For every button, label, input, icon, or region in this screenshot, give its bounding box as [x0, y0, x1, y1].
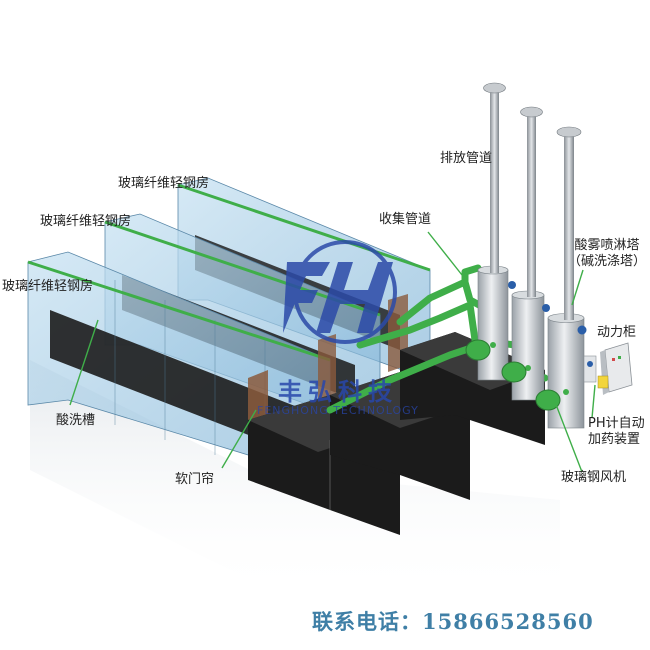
contact-phone: 联系电话：15866528560 — [312, 609, 594, 634]
label-exhaust-pipe: 排放管道 — [440, 151, 493, 166]
leader-lines — [69, 231, 596, 473]
label-steel-room-2: 玻璃纤维轻钢房 — [40, 214, 132, 229]
exhaust-stacks — [483, 82, 582, 320]
label-collection-pipe: 收集管道 — [379, 212, 432, 227]
label-ph-line2: 加药装置 — [588, 432, 641, 447]
label-spray-tower-line2: （碱洗涤塔） — [568, 254, 647, 269]
label-fan: 玻璃钢风机 — [561, 470, 627, 485]
ph-dosing-device — [583, 355, 609, 389]
label-power-cabinet: 动力柜 — [597, 325, 637, 340]
fans — [465, 339, 561, 411]
label-steel-room-1: 玻璃纤维轻钢房 — [118, 176, 210, 191]
label-ph-device: PH计自动 加药装置 — [588, 416, 645, 448]
label-spray-tower-line1: 酸雾喷淋塔 — [574, 238, 640, 253]
label-spray-tower: 酸雾喷淋塔 （碱洗涤塔） — [568, 238, 646, 270]
label-ph-line1: PH计自动 — [588, 416, 645, 431]
label-soft-curtain: 软门帘 — [175, 472, 215, 487]
logo-english: FENGHONG TECHNOLOGY — [257, 404, 419, 417]
logo-name: 丰弘科技 — [278, 377, 398, 406]
label-steel-room-3: 玻璃纤维轻钢房 — [2, 279, 94, 294]
logo-icon — [283, 240, 397, 344]
label-pickling-tank: 酸洗槽 — [56, 413, 96, 428]
